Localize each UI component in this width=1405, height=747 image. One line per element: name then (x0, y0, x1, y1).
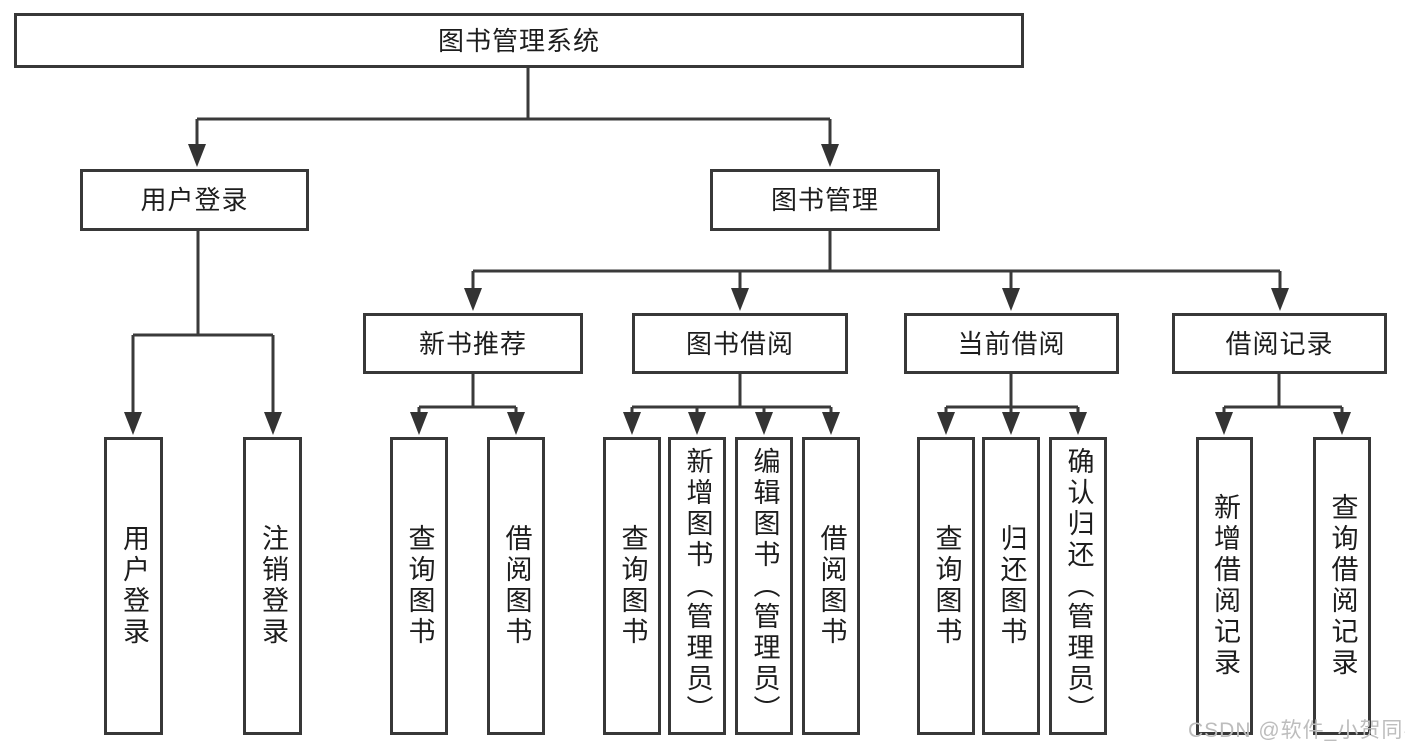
node-label: 确认归还（管理员） (1063, 446, 1094, 726)
node-current-borrowing: 当前借阅 (904, 313, 1119, 374)
node-book-management: 图书管理 (710, 169, 940, 231)
node-label: 用户登录 (140, 185, 249, 215)
arrowheads (124, 144, 1351, 435)
node-label: 图书管理系统 (437, 25, 600, 56)
node-label: 编辑图书（管理员） (749, 446, 780, 726)
node-label: 新增借阅记录 (1210, 493, 1240, 679)
node-library-management-system: 图书管理系统 (14, 13, 1024, 68)
node-book-borrowing: 图书借阅 (632, 313, 848, 374)
node-label: 注销登录 (258, 524, 288, 648)
leaf-add-book-admin: 新增图书（管理员） (668, 437, 726, 735)
node-label: 新增图书（管理员） (682, 446, 713, 726)
node-label: 借阅图书 (816, 524, 847, 648)
leaf-borrow-books: 借阅图书 (802, 437, 860, 735)
leaf-query-books-borrowing: 查询图书 (603, 437, 661, 735)
leaf-query-books-current: 查询图书 (917, 437, 975, 735)
node-label: 借阅记录 (1225, 328, 1334, 359)
node-label: 查询借阅记录 (1327, 493, 1358, 679)
leaf-add-borrow-record: 新增借阅记录 (1196, 437, 1253, 735)
node-label: 归还图书 (996, 524, 1027, 648)
leaf-borrow-books-recommend: 借阅图书 (487, 437, 545, 735)
leaf-edit-book-admin: 编辑图书（管理员） (735, 437, 793, 735)
node-label: 图书管理 (770, 185, 879, 215)
leaf-return-books: 归还图书 (982, 437, 1040, 735)
leaf-confirm-return-admin: 确认归还（管理员） (1049, 437, 1107, 735)
node-label: 查询图书 (931, 524, 962, 648)
csdn-watermark: CSDN @软件_小贺同学 (1188, 719, 1405, 742)
leaf-user-login: 用户登录 (104, 437, 163, 735)
node-borrowing-records: 借阅记录 (1172, 313, 1387, 374)
node-new-book-recommend: 新书推荐 (363, 313, 583, 374)
node-label: 图书借阅 (685, 328, 794, 359)
leaf-logout: 注销登录 (243, 437, 302, 735)
leaf-query-books-recommend: 查询图书 (390, 437, 448, 735)
node-label: 新书推荐 (418, 328, 527, 359)
node-label: 查询图书 (404, 524, 435, 648)
node-label: 借阅图书 (501, 524, 532, 648)
node-label: 用户登录 (119, 524, 149, 648)
node-label: 查询图书 (617, 524, 648, 648)
leaf-query-borrow-record: 查询借阅记录 (1313, 437, 1371, 735)
node-label: 当前借阅 (957, 328, 1066, 359)
node-user-login: 用户登录 (80, 169, 309, 231)
